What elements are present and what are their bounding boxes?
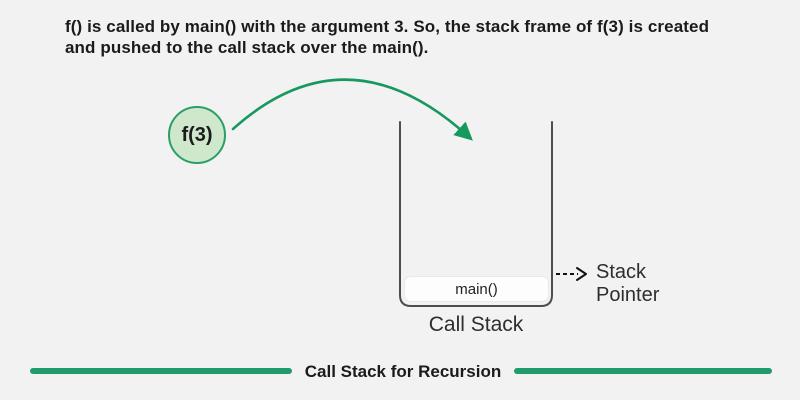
stack-frame-main: main() [404, 276, 549, 302]
stack-pointer-arrow-icon [576, 267, 587, 281]
caption-rule-right [514, 368, 772, 374]
description-text: f() is called by main() with the argumen… [65, 17, 710, 57]
call-stack-label: Call Stack [428, 313, 524, 336]
push-arrow-icon [231, 78, 473, 141]
function-call-node: f(3) [168, 106, 226, 164]
caption-title: Call Stack for Recursion [304, 362, 502, 381]
stack-pointer-label: Stack Pointer [596, 261, 660, 306]
function-call-label: f(3) [181, 123, 213, 146]
caption-rule-left [30, 368, 292, 374]
